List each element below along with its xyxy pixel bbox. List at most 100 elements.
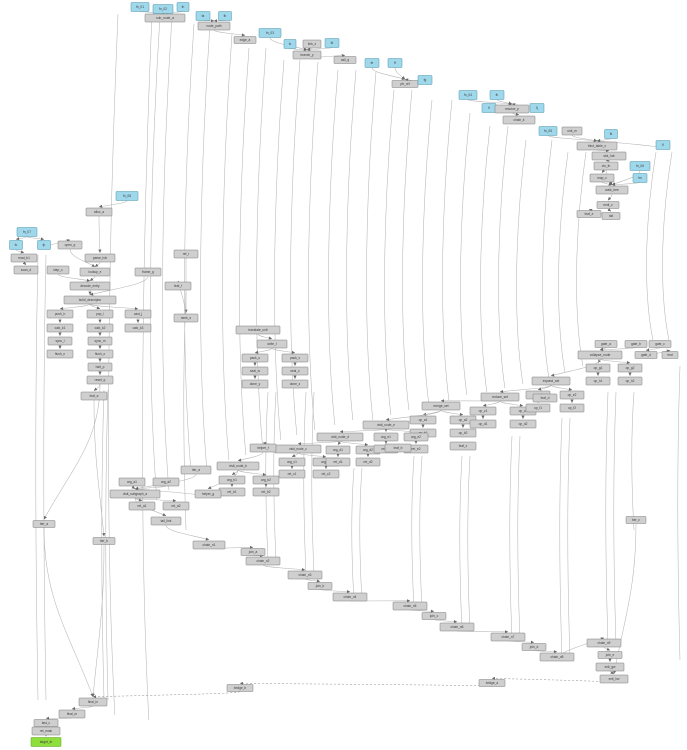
graph-node-mid[interactable]: arg_d1 xyxy=(325,445,351,455)
node-box[interactable] xyxy=(218,475,246,485)
graph-node-mid[interactable]: slot_hdr xyxy=(591,151,627,161)
node-box[interactable] xyxy=(197,21,231,31)
node-box[interactable] xyxy=(86,375,114,385)
node-box[interactable] xyxy=(373,432,399,442)
graph-node-mid[interactable]: arg_a1 xyxy=(118,477,146,487)
node-box[interactable] xyxy=(595,662,625,672)
graph-node-mid[interactable]: op_e2 xyxy=(559,390,585,400)
graph-node-mid[interactable]: final_m xyxy=(58,709,86,719)
node-box[interactable] xyxy=(632,173,648,183)
graph-node-mid[interactable]: exit_hw xyxy=(599,674,629,684)
node-box[interactable] xyxy=(509,419,537,429)
graph-node-mid[interactable]: chain_k xyxy=(502,115,536,125)
node-box[interactable] xyxy=(325,457,351,467)
node-box[interactable] xyxy=(655,140,671,150)
node-box[interactable] xyxy=(449,441,477,451)
node-box[interactable] xyxy=(278,457,306,467)
node-box[interactable] xyxy=(218,11,232,21)
graph-node-entry[interactable]: fn_06 xyxy=(629,161,651,171)
node-box[interactable] xyxy=(192,540,226,550)
graph-node-mid[interactable]: tier_b xyxy=(92,537,116,545)
node-box[interactable] xyxy=(256,339,288,349)
graph-node-mid[interactable]: op_c1 xyxy=(469,406,497,416)
graph-node-mid[interactable]: ret_d1 xyxy=(325,457,351,467)
graph-node-mid[interactable]: build_descriptor xyxy=(63,295,117,305)
node-box[interactable] xyxy=(274,444,322,454)
graph-node-mid[interactable]: ret_c1 xyxy=(278,469,306,479)
node-box[interactable] xyxy=(13,265,39,275)
node-box[interactable] xyxy=(480,392,520,402)
graph-node-mid[interactable]: arg_e1 xyxy=(373,432,399,442)
node-box[interactable] xyxy=(325,445,351,455)
graph-node-mid[interactable]: join_e xyxy=(597,651,623,659)
graph-node-mid[interactable]: chain_n3 xyxy=(287,570,323,580)
graph-node-mid[interactable]: ref_r xyxy=(173,249,199,259)
node-box[interactable] xyxy=(281,353,309,363)
node-box[interactable] xyxy=(316,432,364,442)
graph-node-mid[interactable]: leaf_e xyxy=(576,210,602,218)
graph-node-target[interactable]: target_fn xyxy=(30,737,62,747)
node-box[interactable] xyxy=(173,249,199,259)
graph-node-mid[interactable]: merge_set xyxy=(421,401,461,411)
graph-node-mid[interactable]: gate_a xyxy=(594,340,618,348)
graph-node-mid[interactable]: op_h2 xyxy=(617,376,643,386)
node-box[interactable] xyxy=(596,201,620,209)
node-box[interactable] xyxy=(32,520,56,528)
node-box[interactable] xyxy=(576,141,618,151)
node-box[interactable] xyxy=(86,349,114,359)
node-box[interactable] xyxy=(559,390,585,400)
graph-node-mid[interactable]: unit_m xyxy=(561,126,583,136)
graph-node-mid[interactable]: visit_node_b xyxy=(216,461,260,471)
graph-node-mid[interactable]: leaf_d xyxy=(532,393,558,403)
node-box[interactable] xyxy=(589,173,615,183)
node-box[interactable] xyxy=(561,126,583,136)
graph-node-mid[interactable]: step_c xyxy=(46,265,70,275)
node-box[interactable] xyxy=(617,363,643,373)
node-box[interactable] xyxy=(162,501,190,511)
node-box[interactable] xyxy=(384,443,412,453)
graph-node-mid[interactable]: decode_entry xyxy=(69,281,111,291)
node-box[interactable] xyxy=(85,207,113,217)
node-box[interactable] xyxy=(30,737,62,747)
graph-node-entry[interactable]: fd xyxy=(324,38,340,48)
node-box[interactable] xyxy=(37,240,51,250)
graph-node-mid[interactable]: join_a xyxy=(240,548,266,556)
node-box[interactable] xyxy=(481,103,497,113)
node-box[interactable] xyxy=(599,674,629,684)
node-box[interactable] xyxy=(226,684,254,692)
graph-node-mid[interactable]: chain_n4 xyxy=(332,592,368,602)
node-box[interactable] xyxy=(661,351,679,359)
graph-node-mid[interactable]: chain_n2 xyxy=(245,556,281,566)
node-box[interactable] xyxy=(241,366,269,376)
node-box[interactable] xyxy=(46,323,74,333)
graph-node-entry[interactable]: fa xyxy=(195,11,211,21)
node-box[interactable] xyxy=(362,420,410,430)
graph-node-mid[interactable]: arg_a2 xyxy=(152,477,180,487)
node-box[interactable] xyxy=(84,253,116,263)
node-box[interactable] xyxy=(281,366,309,376)
graph-node-mid[interactable]: done_z xyxy=(281,379,309,389)
graph-node-mid[interactable]: helper_f xyxy=(249,443,277,453)
node-box[interactable] xyxy=(502,115,536,125)
graph-node-mid[interactable]: visit_subgraph_a xyxy=(109,489,161,499)
node-box[interactable] xyxy=(421,401,461,411)
graph-node-mid[interactable]: arg_b1 xyxy=(218,475,246,485)
graph-node-mid[interactable]: bridge_b xyxy=(226,684,254,692)
node-box[interactable] xyxy=(16,227,38,237)
node-box[interactable] xyxy=(529,103,545,113)
node-box[interactable] xyxy=(593,161,619,171)
node-box[interactable] xyxy=(9,240,23,250)
graph-node-mid[interactable]: calc_k2 xyxy=(86,323,114,333)
node-box[interactable] xyxy=(409,415,437,425)
graph-node-mid[interactable]: reset_q xyxy=(86,375,114,385)
graph-node-mid[interactable]: last_c xyxy=(33,719,59,727)
graph-node-mid[interactable]: chain_n5 xyxy=(392,601,428,611)
graph-node-mid[interactable]: edge_a xyxy=(233,36,257,44)
node-box[interactable] xyxy=(57,240,83,250)
node-box[interactable] xyxy=(278,469,306,479)
node-box[interactable] xyxy=(538,126,558,136)
node-box[interactable] xyxy=(58,709,86,719)
node-box[interactable] xyxy=(86,323,114,333)
node-box[interactable] xyxy=(449,428,477,438)
